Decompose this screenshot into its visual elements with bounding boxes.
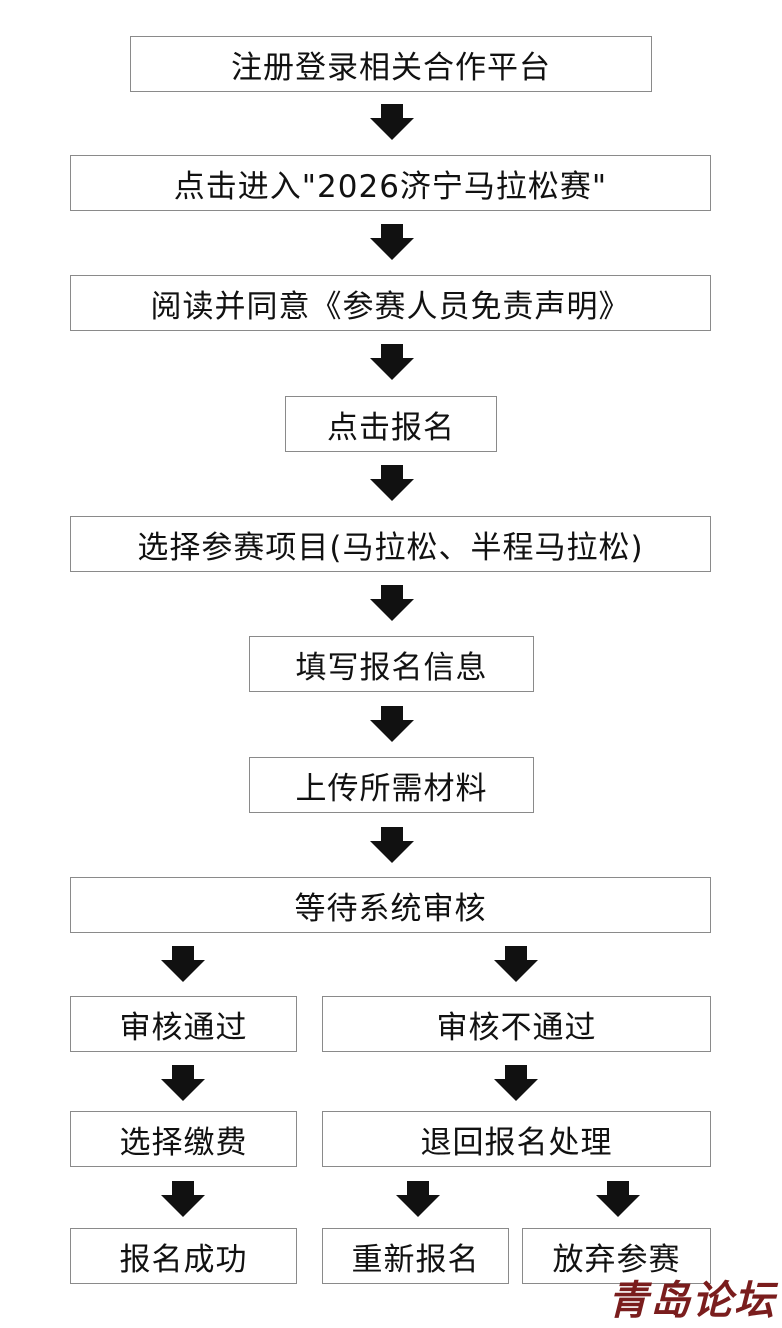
step-read-agree-waiver: 阅读并同意《参赛人员免责声明》 bbox=[70, 275, 711, 331]
arrow-down-icon bbox=[596, 1181, 640, 1217]
step-withdraw: 放弃参赛 bbox=[522, 1228, 711, 1284]
arrow-down-icon bbox=[161, 946, 205, 982]
arrow-down-icon bbox=[370, 104, 414, 140]
step-return-registration: 退回报名处理 bbox=[322, 1111, 711, 1167]
arrow-down-icon bbox=[161, 1181, 205, 1217]
arrow-down-icon bbox=[396, 1181, 440, 1217]
step-reapply: 重新报名 bbox=[322, 1228, 509, 1284]
step-click-register: 点击报名 bbox=[285, 396, 497, 452]
step-enter-event: 点击进入"2026济宁马拉松赛" bbox=[70, 155, 711, 211]
step-await-review: 等待系统审核 bbox=[70, 877, 711, 933]
arrow-down-icon bbox=[370, 706, 414, 742]
watermark: 青岛论坛 bbox=[608, 1277, 776, 1324]
arrow-down-icon bbox=[494, 1065, 538, 1101]
step-fill-info: 填写报名信息 bbox=[249, 636, 534, 692]
step-registration-success: 报名成功 bbox=[70, 1228, 297, 1284]
arrow-down-icon bbox=[370, 827, 414, 863]
step-upload-materials: 上传所需材料 bbox=[249, 757, 534, 813]
step-review-failed: 审核不通过 bbox=[322, 996, 711, 1052]
arrow-down-icon bbox=[161, 1065, 205, 1101]
arrow-down-icon bbox=[494, 946, 538, 982]
arrow-down-icon bbox=[370, 224, 414, 260]
step-register-login: 注册登录相关合作平台 bbox=[130, 36, 652, 92]
arrow-down-icon bbox=[370, 465, 414, 501]
step-review-passed: 审核通过 bbox=[70, 996, 297, 1052]
arrow-down-icon bbox=[370, 585, 414, 621]
step-choose-event: 选择参赛项目(马拉松、半程马拉松) bbox=[70, 516, 711, 572]
arrow-down-icon bbox=[370, 344, 414, 380]
step-choose-payment: 选择缴费 bbox=[70, 1111, 297, 1167]
